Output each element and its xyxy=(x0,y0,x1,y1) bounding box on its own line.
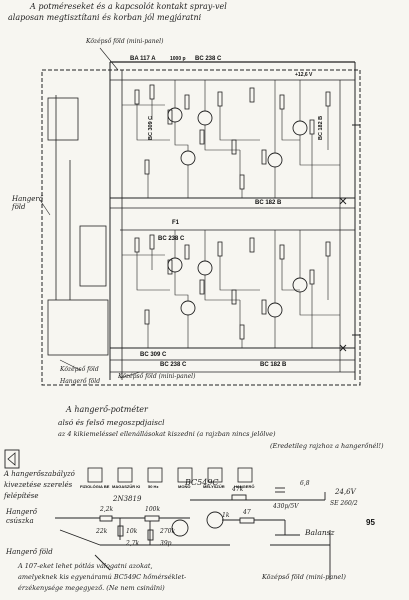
note-top-line2: alaposan megtisztítani és korban jól meg… xyxy=(8,13,202,22)
note-ic-1: alsó és felső megoszpdjaiscl xyxy=(58,418,165,427)
speaker-box xyxy=(4,449,20,469)
label-bc182b-mid: BC 182 B xyxy=(255,200,282,206)
note-top-line1: A potméreseket és a kapcsolót kontakt sp… xyxy=(30,2,227,11)
label-r6: 22k xyxy=(96,528,108,535)
label-q2: BC549C xyxy=(185,478,219,487)
label-hangero-fold-bottom: Hangerő föld xyxy=(60,378,101,385)
label-r7: 2,7k xyxy=(126,540,140,547)
label-c430: 430p/5V xyxy=(273,503,299,510)
label-balanz: Balansz xyxy=(305,528,335,537)
note-ic-2: az 4 kikiemeléssel ellenállásokat kiszed… xyxy=(58,430,276,438)
label-c6n8: 6,8 xyxy=(300,480,310,487)
lower-transistors xyxy=(167,257,308,318)
label-r3: 47k xyxy=(232,486,244,493)
note-bottom-1: A 107-eket lehet pótlás válogatni azokat… xyxy=(18,562,153,570)
label-hangero-fold-amp: Hangerő föld xyxy=(6,548,53,556)
label-r1000: 1000 p xyxy=(170,56,186,62)
legend-item: FIZIOLÓGIA BE xyxy=(80,484,110,489)
note-amp-1: A hangerőszabályzó xyxy=(4,470,75,478)
page-number: 95 xyxy=(366,518,375,527)
label-relay: SE 260/2 xyxy=(330,500,358,507)
label-bc182b-bottom: BC 182 B xyxy=(260,362,287,368)
label-kozepso-fold: Középső föld (mini-panel) xyxy=(86,38,164,45)
note-bottom-2: amelyeknek kis egyenáramú BC549C hőmérsé… xyxy=(18,573,187,581)
label-r8: 39p xyxy=(160,540,172,547)
label-r1: 2,2k xyxy=(100,506,114,513)
label-bc182b-top: BC 182 B xyxy=(318,115,324,140)
upper-wiring xyxy=(122,80,340,198)
note-amp-3: felépítése xyxy=(4,492,39,500)
switch-legend-graphics xyxy=(87,467,253,483)
note-hangero-potmeter: A hangerő-potméter xyxy=(66,405,148,414)
note-bottom-3: érzékenysége megegyező. (Ne nem csinálni… xyxy=(18,584,165,592)
label-r5: 270k xyxy=(160,528,176,535)
label-kozepso-fold-b: Középső föld (mini-panel) xyxy=(118,373,196,380)
label-kozepso-fold-a: Középső föld xyxy=(60,366,99,373)
label-hangero-csuszka: Hangerő csúszka xyxy=(6,508,37,525)
label-bc309c-bottom: BC 309 C xyxy=(140,352,167,358)
lower-resistors xyxy=(134,234,331,340)
label-q1: 2N3819 xyxy=(113,495,142,503)
input-block-3 xyxy=(47,299,109,356)
speaker-icon xyxy=(7,452,16,466)
label-r2: 100k xyxy=(145,506,161,513)
label-f1: F1 xyxy=(172,220,180,226)
label-ic-top: BA 117 A xyxy=(130,56,156,62)
label-bc309c-top: BC 309 C xyxy=(148,115,154,140)
legend-item: MAGASZŰR KI xyxy=(112,484,141,489)
lower-wiring xyxy=(122,230,340,348)
label-bc238c-mid: BC 238 C xyxy=(158,236,185,242)
preamp-circuit xyxy=(55,487,331,580)
note-ic-3: (Eredetileg rajzhoz a hangerőnél!) xyxy=(270,442,384,450)
label-c1k: 1k xyxy=(222,512,230,519)
input-block xyxy=(47,97,79,141)
label-plus12v: +12,6 V xyxy=(295,72,313,78)
label-bc238c-top: BC 238 C xyxy=(195,56,222,62)
legend-item: 50 Hz xyxy=(148,484,159,489)
label-leaders xyxy=(39,47,141,379)
label-supply: 24,6V xyxy=(335,488,356,496)
note-amp-2: kivezetése szerelés xyxy=(4,481,73,489)
legend-item: MÉLYSZŰR xyxy=(203,484,225,489)
label-hangero-fold: Hangerő föld xyxy=(12,195,43,211)
label-bc238c-bottom: BC 238 C xyxy=(160,362,187,368)
label-kozepso-fold-amp: Középső föld (mini-panel) xyxy=(262,573,346,581)
input-block-2 xyxy=(79,225,107,287)
upper-transistors xyxy=(167,107,308,168)
legend-item: MONO xyxy=(178,484,191,489)
legend-item: HANGERŐ xyxy=(234,484,255,489)
output-terminals xyxy=(339,124,360,352)
label-r9: 47 xyxy=(243,509,251,516)
label-r4: 10k xyxy=(126,528,138,535)
upper-resistors xyxy=(134,84,331,190)
panel-border xyxy=(41,69,361,386)
